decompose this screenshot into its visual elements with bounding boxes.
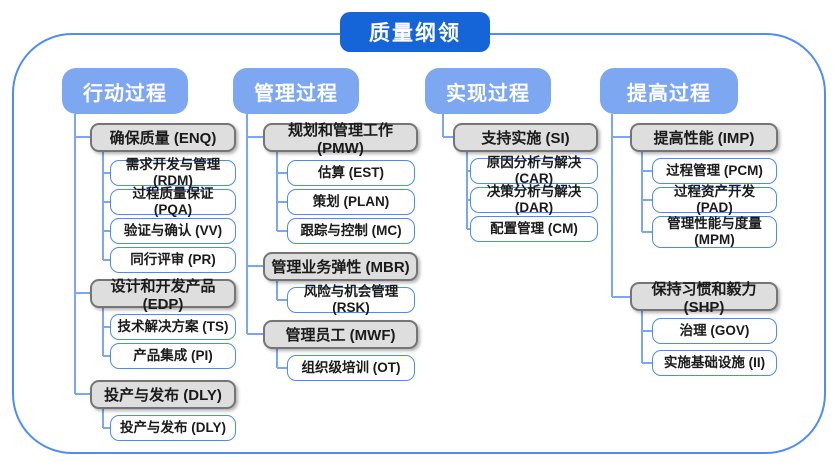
column-header-realization-process: 实现过程 bbox=[425, 68, 551, 114]
node-rsk: 风险与机会管理 (RSK) bbox=[287, 284, 415, 315]
node-ii: 实施基础设施 (II) bbox=[652, 350, 777, 376]
node-gov: 治理 (GOV) bbox=[652, 318, 777, 344]
node-pcm: 过程管理 (PCM) bbox=[652, 158, 777, 184]
node-edp: 设计和开发产品 (EDP) bbox=[90, 278, 236, 313]
node-pi: 产品集成 (PI) bbox=[110, 343, 236, 369]
column-header-action-process: 行动过程 bbox=[62, 68, 188, 114]
node-plan: 策划 (PLAN) bbox=[287, 189, 415, 215]
node-ot: 组织级培训 (OT) bbox=[287, 355, 415, 381]
node-dly-child: 投产与发布 (DLY) bbox=[110, 415, 236, 441]
node-pad: 过程资产开发 (PAD) bbox=[652, 184, 777, 215]
node-car: 原因分析与解决 (CAR) bbox=[470, 155, 598, 186]
node-dly: 投产与发布 (DLY) bbox=[90, 380, 236, 409]
node-mwf: 管理员工 (MWF) bbox=[263, 320, 418, 349]
node-pmw: 规划和管理工作 (PMW) bbox=[263, 122, 418, 157]
node-rdm: 需求开发与管理 (RDM) bbox=[110, 157, 236, 188]
node-imp: 提高性能 (IMP) bbox=[630, 123, 778, 152]
node-pqa: 过程质量保证 (PQA) bbox=[110, 186, 236, 217]
node-dar: 决策分析与解决 (DAR) bbox=[470, 184, 598, 215]
column-header-improvement-process: 提高过程 bbox=[600, 68, 738, 114]
node-mc: 跟踪与控制 (MC) bbox=[287, 218, 415, 244]
node-vv: 验证与确认 (VV) bbox=[110, 218, 236, 244]
node-shp: 保持习惯和毅力 (SHP) bbox=[630, 281, 778, 316]
node-enq: 确保质量 (ENQ) bbox=[90, 123, 236, 152]
node-mbr: 管理业务弹性 (MBR) bbox=[263, 252, 418, 281]
node-mpm: 管理性能与度量 (MPM) bbox=[652, 216, 777, 248]
node-ts: 技术解决方案 (TS) bbox=[110, 314, 236, 340]
node-si: 支持实施 (SI) bbox=[453, 123, 598, 152]
diagram-title: 质量纲领 bbox=[340, 12, 490, 52]
column-header-management-process: 管理过程 bbox=[233, 68, 359, 114]
node-est: 估算 (EST) bbox=[287, 160, 415, 186]
node-pr: 同行评审 (PR) bbox=[110, 247, 236, 273]
node-cm: 配置管理 (CM) bbox=[470, 216, 598, 242]
